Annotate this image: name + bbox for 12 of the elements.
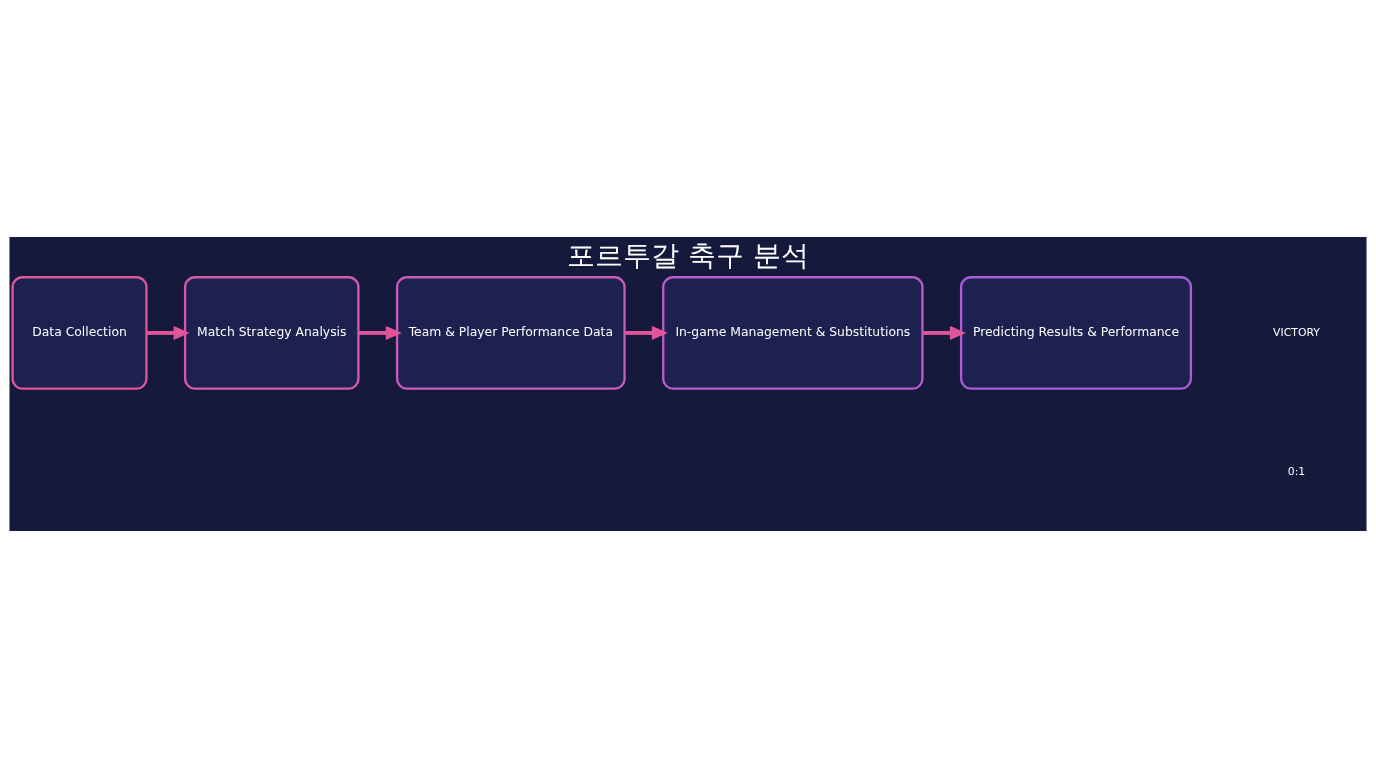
node-box: Team & Player Performance Data <box>395 276 626 390</box>
node-box: Data Collection <box>11 276 148 390</box>
arrow <box>358 325 402 340</box>
label: 0:1 <box>1287 465 1306 479</box>
arrow <box>624 325 668 340</box>
node-box: Predicting Results & Performance <box>959 276 1193 390</box>
arrow <box>922 325 966 340</box>
label: VICTORY <box>1273 325 1320 339</box>
node-box: Match Strategy Analysis <box>183 276 360 390</box>
diagram-title: 포르투갈 축구 분석 <box>567 239 809 273</box>
arrow <box>146 325 190 340</box>
node-box: In-game Management & Substitutions <box>662 276 924 390</box>
